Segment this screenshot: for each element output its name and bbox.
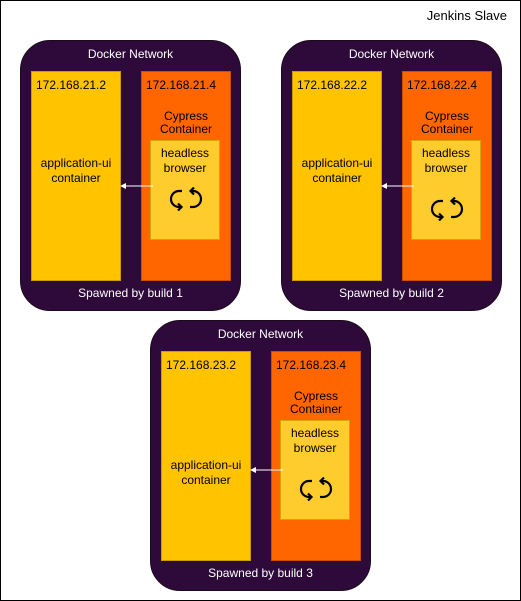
docker-network-3: Docker Network 172.168.23.2 application-… (150, 320, 371, 591)
browser-label-line1: headless (290, 426, 340, 440)
application-ui-container: 172.168.21.2 application-ui container (31, 71, 121, 281)
app-label-line1: application-ui (40, 156, 112, 170)
loop-icon (299, 477, 333, 501)
app-label-line2: container (181, 473, 231, 487)
connection-arrow (381, 183, 414, 189)
connection-arrow (120, 183, 153, 189)
loop-icon (430, 197, 464, 221)
headless-browser: headless browser (150, 140, 220, 240)
cypress-label-line1: Cypress (293, 389, 338, 403)
connection-arrow (250, 467, 283, 473)
docker-network-2: Docker Network 172.168.22.2 application-… (281, 40, 502, 311)
browser-label-line1: headless (421, 146, 471, 160)
cypress-ip: 172.168.23.4 (276, 358, 347, 372)
network-footer: Spawned by build 2 (339, 286, 444, 300)
browser-label: headless browser (151, 146, 219, 176)
browser-label-line2: browser (293, 441, 337, 455)
network-footer: Spawned by build 1 (78, 286, 183, 300)
app-label: application-ui container (32, 156, 120, 186)
browser-label: headless browser (412, 146, 480, 176)
app-label: application-ui container (162, 458, 250, 488)
loop-icon (169, 187, 203, 211)
cypress-label: Cypress Container (403, 110, 491, 136)
browser-label-line2: browser (163, 161, 207, 175)
cypress-label-line2: Container (159, 122, 213, 136)
browser-label-line1: headless (160, 146, 210, 160)
app-ip: 172.168.21.2 (36, 78, 107, 92)
cypress-label-line1: Cypress (424, 109, 469, 123)
network-title: Docker Network (348, 47, 435, 61)
docker-network-1: Docker Network 172.168.21.2 application-… (20, 40, 241, 311)
cypress-label-line2: Container (289, 402, 343, 416)
cypress-label: Cypress Container (272, 390, 360, 416)
headless-browser: headless browser (280, 420, 350, 520)
app-label-line2: container (312, 171, 362, 185)
cypress-label-line1: Cypress (163, 109, 208, 123)
browser-label: headless browser (281, 426, 349, 456)
jenkins-slave-title: Jenkins Slave (426, 8, 507, 23)
app-label-line2: container (51, 171, 101, 185)
application-ui-container: 172.168.22.2 application-ui container (292, 71, 382, 281)
app-ip: 172.168.22.2 (297, 78, 368, 92)
cypress-label-line2: Container (420, 122, 474, 136)
network-title: Docker Network (217, 327, 304, 341)
application-ui-container: 172.168.23.2 application-ui container (161, 351, 251, 561)
network-footer: Spawned by build 3 (208, 566, 313, 580)
cypress-ip: 172.168.21.4 (146, 78, 217, 92)
app-label-line1: application-ui (301, 156, 373, 170)
headless-browser: headless browser (411, 140, 481, 240)
cypress-ip: 172.168.22.4 (407, 78, 478, 92)
app-ip: 172.168.23.2 (166, 358, 237, 372)
app-label-line1: application-ui (170, 458, 242, 472)
network-title: Docker Network (87, 47, 174, 61)
app-label: application-ui container (293, 156, 381, 186)
cypress-label: Cypress Container (142, 110, 230, 136)
browser-label-line2: browser (424, 161, 468, 175)
